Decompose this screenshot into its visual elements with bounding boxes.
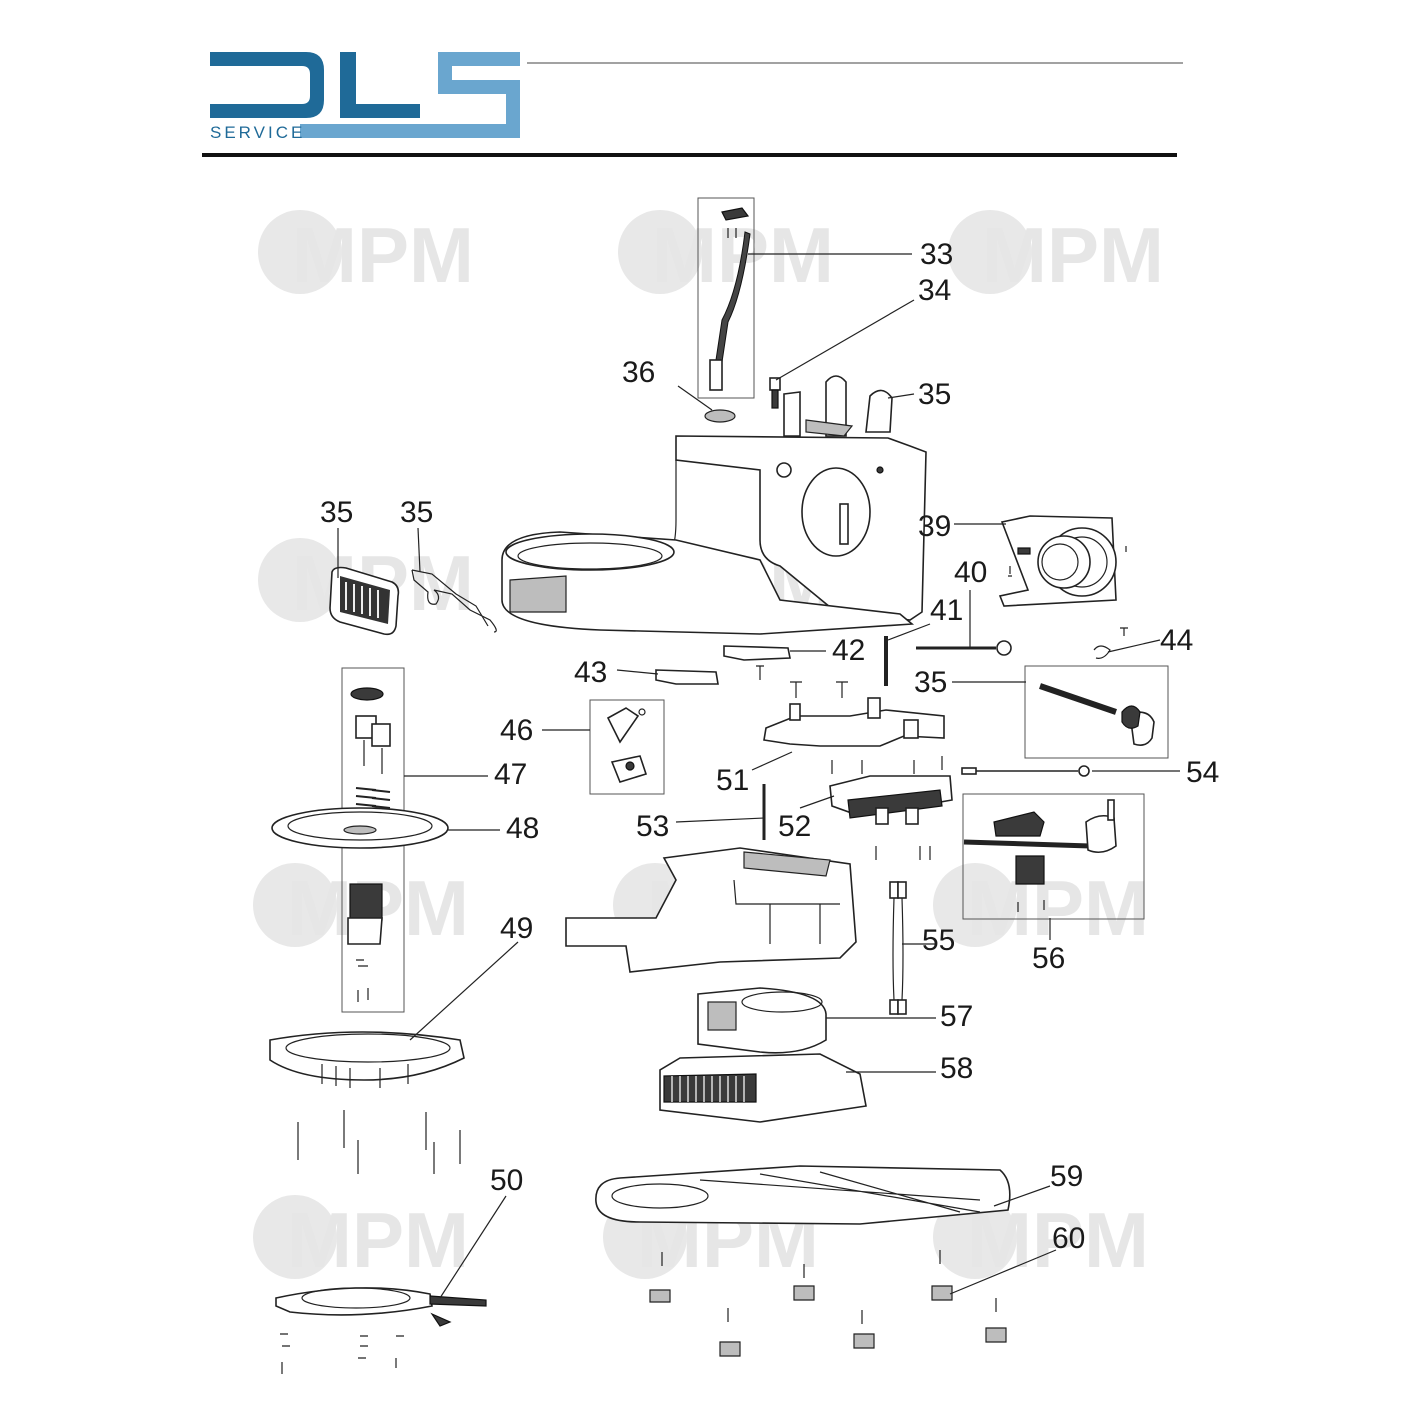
callout-58: 58 — [940, 1052, 973, 1085]
watermark: MPM — [948, 210, 1164, 299]
svg-text:MPM: MPM — [967, 864, 1149, 952]
callout-35: 35 — [400, 496, 433, 529]
part-48-gasket — [271, 807, 449, 849]
svg-text:MPM: MPM — [982, 211, 1164, 299]
part-40-rod — [916, 640, 1012, 656]
callout-34: 34 — [918, 274, 951, 307]
part-59-base-plate — [595, 1165, 1011, 1225]
watermark: MPM — [618, 210, 834, 299]
part-49-tray — [269, 1031, 465, 1174]
dls-logo: SERVICE — [210, 52, 520, 142]
callout-41: 41 — [930, 594, 963, 627]
callout-44: 44 — [1160, 624, 1193, 657]
logo-letter-s — [300, 52, 520, 138]
callout-48: 48 — [506, 812, 539, 845]
callout-40: 40 — [954, 556, 987, 589]
callout-42: 42 — [832, 634, 865, 667]
part-51-frame — [763, 681, 945, 747]
callout-35: 35 — [914, 666, 947, 699]
part-52-pcb — [829, 756, 953, 860]
callout-59: 59 — [1050, 1160, 1083, 1193]
svg-text:MPM: MPM — [292, 211, 474, 299]
main-housing — [501, 375, 927, 635]
part-60-feet — [649, 1250, 1007, 1357]
part-34-pin — [769, 377, 781, 409]
callout-60: 60 — [1052, 1222, 1085, 1255]
callout-numbers: 33 34 35 36 35 35 39 40 41 42 43 44 35 4… — [320, 238, 1219, 1255]
callout-49: 49 — [500, 912, 533, 945]
callout-46: 46 — [500, 714, 533, 747]
callout-47: 47 — [494, 758, 527, 791]
part-35-grille — [329, 566, 400, 636]
leader-lines — [337, 253, 1180, 1299]
callout-55: 55 — [922, 924, 955, 957]
watermark: MPM — [258, 210, 474, 299]
part-35-shaft-box — [1024, 665, 1169, 759]
part-57-fan — [697, 987, 827, 1054]
part-35-clip — [411, 569, 497, 633]
part-55-wires — [889, 881, 907, 1015]
logo-letter-d — [210, 52, 324, 118]
callout-35: 35 — [320, 496, 353, 529]
callout-33: 33 — [920, 238, 953, 271]
part-56-sensor-box — [962, 793, 1145, 920]
callout-50: 50 — [490, 1164, 523, 1197]
part-39-coupling — [998, 515, 1127, 607]
callout-36: 36 — [622, 356, 655, 389]
part-43-latch — [655, 669, 719, 685]
callout-35: 35 — [918, 378, 951, 411]
callout-39: 39 — [918, 510, 951, 543]
callout-57: 57 — [940, 1000, 973, 1033]
callout-54: 54 — [1186, 756, 1219, 789]
callout-43: 43 — [574, 656, 607, 689]
callout-51: 51 — [716, 764, 749, 797]
logo-subtitle: SERVICE — [210, 123, 305, 142]
part-46-switch-box — [589, 699, 665, 795]
callout-56: 56 — [1032, 942, 1065, 975]
part-33-steam-pipe — [697, 197, 755, 399]
part-54-probe — [961, 765, 1090, 777]
part-42-latch — [723, 645, 791, 680]
part-47-valve-box — [341, 667, 405, 1013]
central-cover — [565, 847, 857, 973]
svg-text:MPM: MPM — [287, 1196, 469, 1284]
watermark: MPM — [253, 1195, 469, 1284]
part-36-nut — [704, 409, 736, 423]
watermark: MPM — [933, 863, 1149, 952]
part-50-heater — [275, 1287, 487, 1374]
watermark-group: MPM MPM MPM MPM MPM MPM MPM MPM MPM MPM … — [253, 210, 1164, 1284]
callout-52: 52 — [778, 810, 811, 843]
logo-letter-l — [340, 52, 420, 118]
callout-53: 53 — [636, 810, 669, 843]
part-58-module — [659, 1053, 867, 1123]
part-44-clip — [1093, 627, 1128, 659]
